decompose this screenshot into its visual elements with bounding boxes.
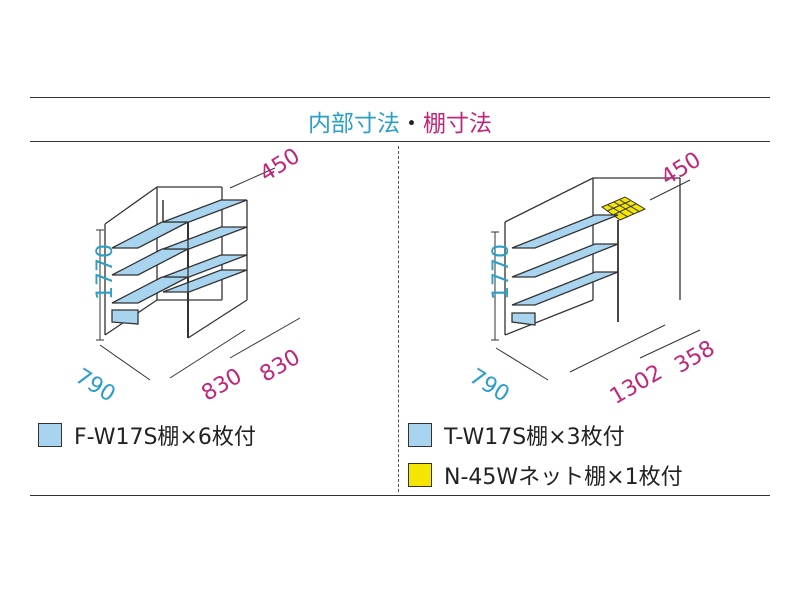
- title-internal-dimensions: 内部寸法: [308, 111, 400, 137]
- shelf-swatch: [408, 423, 432, 447]
- right-depth-bottom-label: 790: [465, 364, 514, 407]
- title-rule: [30, 141, 770, 142]
- right-storage-diagram: 450 1770 790 1302 358: [465, 147, 720, 409]
- right-legend-item-2: N-45Wネット棚×1枚付: [408, 459, 683, 491]
- right-width-2-label: 358: [670, 336, 719, 379]
- center-divider: [398, 146, 399, 492]
- left-width-1-label: 830: [197, 364, 246, 407]
- right-width-1-label: 1302: [606, 360, 667, 410]
- right-legend-label-1: T-W17S棚×3枚付: [444, 425, 625, 450]
- left-width-2-label: 830: [256, 345, 305, 388]
- net-shelf-swatch: [408, 463, 432, 487]
- top-rule: [30, 97, 770, 98]
- left-legend-label-1: F-W17S棚×6枚付: [74, 425, 256, 450]
- left-height-label: 1770: [93, 244, 118, 300]
- right-shelves: [511, 214, 619, 326]
- left-legend-item-1: F-W17S棚×6枚付: [38, 419, 256, 451]
- left-depth-bottom-label: 790: [71, 364, 120, 407]
- left-depth-top-label: 450: [256, 144, 305, 187]
- right-legend-item-1: T-W17S棚×3枚付: [408, 419, 625, 451]
- left-storage-diagram: 450 1770 790 830 830: [71, 144, 305, 408]
- bottom-rule: [30, 495, 770, 496]
- right-height-label: 1770: [489, 244, 514, 300]
- shelf-swatch: [38, 423, 62, 447]
- title-separator: ・: [400, 111, 423, 137]
- page-title: 内部寸法・棚寸法: [0, 104, 800, 138]
- right-legend-label-2: N-45Wネット棚×1枚付: [444, 465, 683, 490]
- title-shelf-dimensions: 棚寸法: [423, 111, 492, 137]
